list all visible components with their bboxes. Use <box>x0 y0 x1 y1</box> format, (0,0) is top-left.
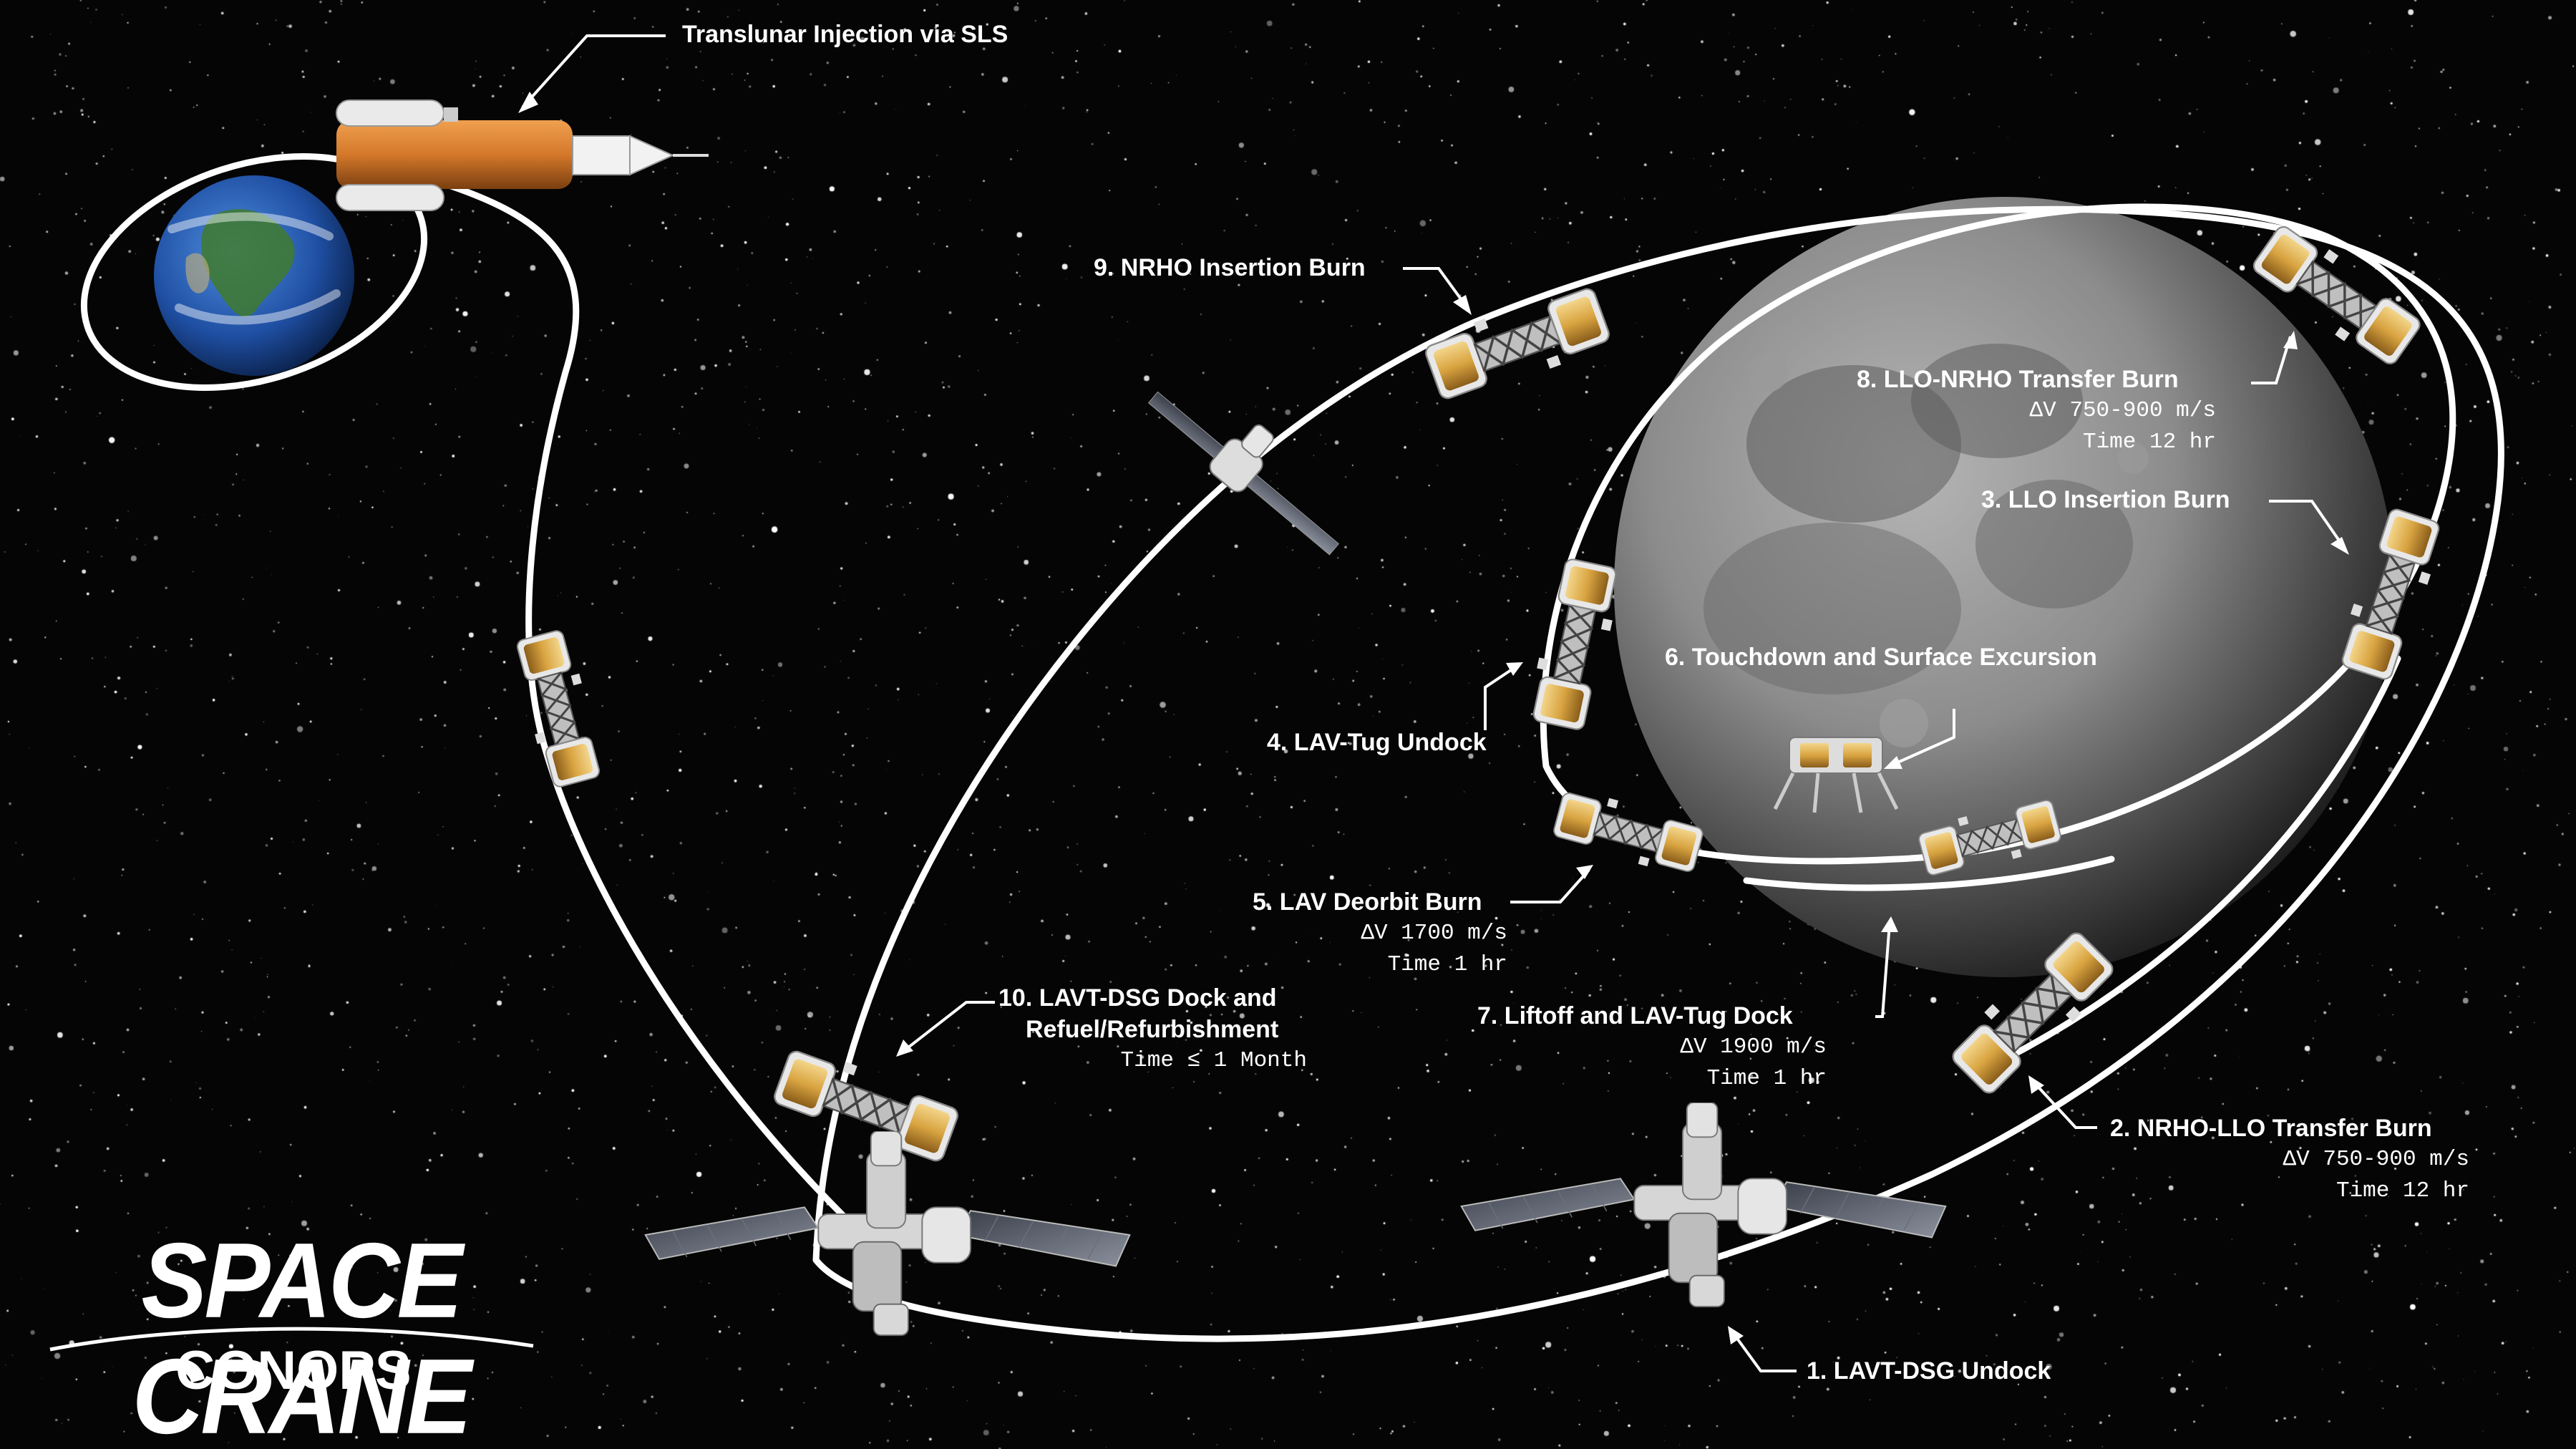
label-lav-undock: 4. LAV-Tug Undock <box>1267 729 1487 756</box>
label-liftoff-time: Time 1 hr <box>1706 1066 1827 1091</box>
logo-swoosh <box>49 1327 534 1352</box>
logo-subtitle: CONOPS <box>175 1340 412 1401</box>
label-nrho-llo-time: Time 12 hr <box>2336 1178 2469 1203</box>
earth-icon <box>154 175 354 376</box>
lav-tug-icon <box>1525 555 1625 734</box>
label-llo-nrho-time: Time 12 hr <box>2082 430 2216 455</box>
sls-rocket-icon <box>336 100 709 211</box>
lav-tug-icon <box>768 1041 964 1171</box>
label-lav-deorbit-time: Time 1 hr <box>1387 952 1507 977</box>
lav-tug-icon <box>1419 278 1615 409</box>
callout-arrowheads <box>518 92 2349 1344</box>
label-nrho-llo-dv: ΔV 750-900 m/s <box>2283 1147 2469 1172</box>
label-dsg-undock: 1. LAVT-DSG Undock <box>1807 1357 2051 1385</box>
label-nrho-insertion: 9. NRHO Insertion Burn <box>1094 254 1366 281</box>
label-llo-nrho-dv: ΔV 750-900 m/s <box>2029 398 2216 423</box>
trajectory-lines <box>80 152 2504 1342</box>
dsg-station-icon <box>1460 1102 1947 1308</box>
label-touchdown: 6. Touchdown and Surface Excursion <box>1665 644 2097 671</box>
label-lav-deorbit-title: 5. LAV Deorbit Burn <box>1253 888 1482 916</box>
label-llo-insertion: 3. LLO Insertion Burn <box>1981 486 2230 513</box>
label-lav-deorbit-dv: ΔV 1700 m/s <box>1361 921 1507 946</box>
label-nrho-llo-title: 2. NRHO-LLO Transfer Burn <box>2110 1115 2432 1142</box>
moon-icon <box>1614 197 2394 977</box>
dsg-station-icon <box>644 1131 1131 1337</box>
dsg-station-icon <box>1147 391 1339 556</box>
label-dsg-dock-line2: Refuel/Refurbishment <box>1026 1016 1279 1043</box>
label-liftoff-dv: ΔV 1900 m/s <box>1680 1034 1827 1060</box>
label-tli: Translunar Injection via SLS <box>682 21 1008 48</box>
label-llo-nrho-title: 8. LLO-NRHO Transfer Burn <box>1857 366 2179 393</box>
lander-icon <box>1773 737 1899 813</box>
callout-lines <box>521 34 2346 1372</box>
logo-title: SPACE CRANE <box>132 1221 472 1449</box>
label-dsg-dock-time: Time ≤ 1 Month <box>1120 1048 1307 1073</box>
label-liftoff-title: 7. Liftoff and LAV-Tug Dock <box>1477 1002 1793 1029</box>
lav-tug-icon <box>509 626 608 791</box>
label-dsg-dock-line1: 10. LAVT-DSG Dock and <box>998 984 1277 1012</box>
